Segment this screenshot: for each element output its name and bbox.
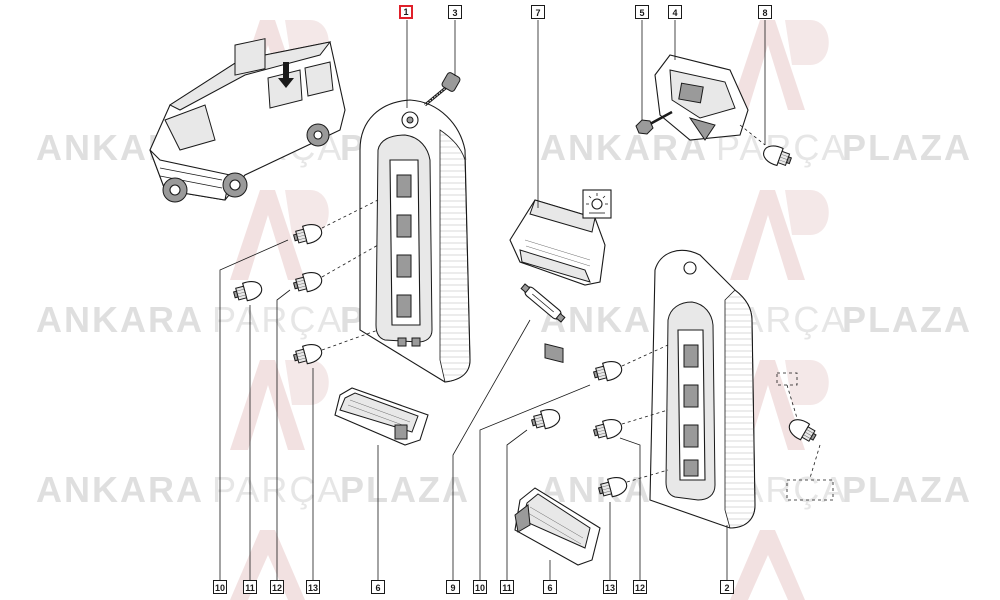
watermark-row-2: ANKARA PARÇA PLAZA ANKARA PARÇA PLAZA xyxy=(36,299,972,340)
callout-12[interactable]: 12 xyxy=(270,580,284,594)
callout-7[interactable]: 7 xyxy=(531,5,545,19)
callout-6[interactable]: 6 xyxy=(543,580,557,594)
callout-12[interactable]: 12 xyxy=(633,580,647,594)
screw-icon xyxy=(424,72,461,107)
watermark-brand-bold-1: ANKARA xyxy=(36,469,204,510)
callout-4[interactable]: 4 xyxy=(668,5,682,19)
callout-11[interactable]: 11 xyxy=(500,580,514,594)
cargo-lamp xyxy=(509,199,606,363)
van-icon xyxy=(149,38,346,203)
callout-10[interactable]: 10 xyxy=(473,580,487,594)
watermark-brand-light: PARÇA xyxy=(212,469,343,510)
watermark-brand-bold-2: PLAZA xyxy=(842,469,972,510)
callout-1[interactable]: 1 xyxy=(399,5,413,19)
lamp-symbol-icon xyxy=(582,189,612,219)
bulb-icon xyxy=(591,416,625,443)
plate-lamp-left xyxy=(334,387,429,446)
callout-11[interactable]: 11 xyxy=(243,580,257,594)
bulb-icon xyxy=(520,283,566,323)
leader-lines xyxy=(219,20,766,580)
side-marker-lamp xyxy=(654,54,749,141)
tail-lamp-right xyxy=(649,250,756,529)
callout-5[interactable]: 5 xyxy=(635,5,649,19)
watermark-row-3: ANKARA PARÇA PLAZA ANKARA PARÇA PLAZA xyxy=(36,469,972,510)
callout-10[interactable]: 10 xyxy=(213,580,227,594)
callout-3[interactable]: 3 xyxy=(448,5,462,19)
bulb-icon xyxy=(529,406,563,433)
callout-13[interactable]: 13 xyxy=(603,580,617,594)
watermark-brand-bold-2: PLAZA xyxy=(340,469,470,510)
watermark-brand-bold-1: ANKARA xyxy=(540,127,708,168)
watermark-brand-bold-2: PLAZA xyxy=(842,127,972,168)
callout-2[interactable]: 2 xyxy=(720,580,734,594)
callout-8[interactable]: 8 xyxy=(758,5,772,19)
callout-13[interactable]: 13 xyxy=(306,580,320,594)
watermark-brand-bold-1: ANKARA xyxy=(36,299,204,340)
watermark-brand-light: PARÇA xyxy=(212,299,343,340)
dashed-reference-box xyxy=(786,479,834,501)
callout-9[interactable]: 9 xyxy=(446,580,460,594)
bulb-icon xyxy=(591,358,625,385)
tail-lamp-left xyxy=(359,99,471,383)
watermark-brand-bold-2: PLAZA xyxy=(842,299,972,340)
plate-lamp-right xyxy=(514,487,601,566)
nut-icon xyxy=(635,110,673,135)
callout-6[interactable]: 6 xyxy=(371,580,385,594)
